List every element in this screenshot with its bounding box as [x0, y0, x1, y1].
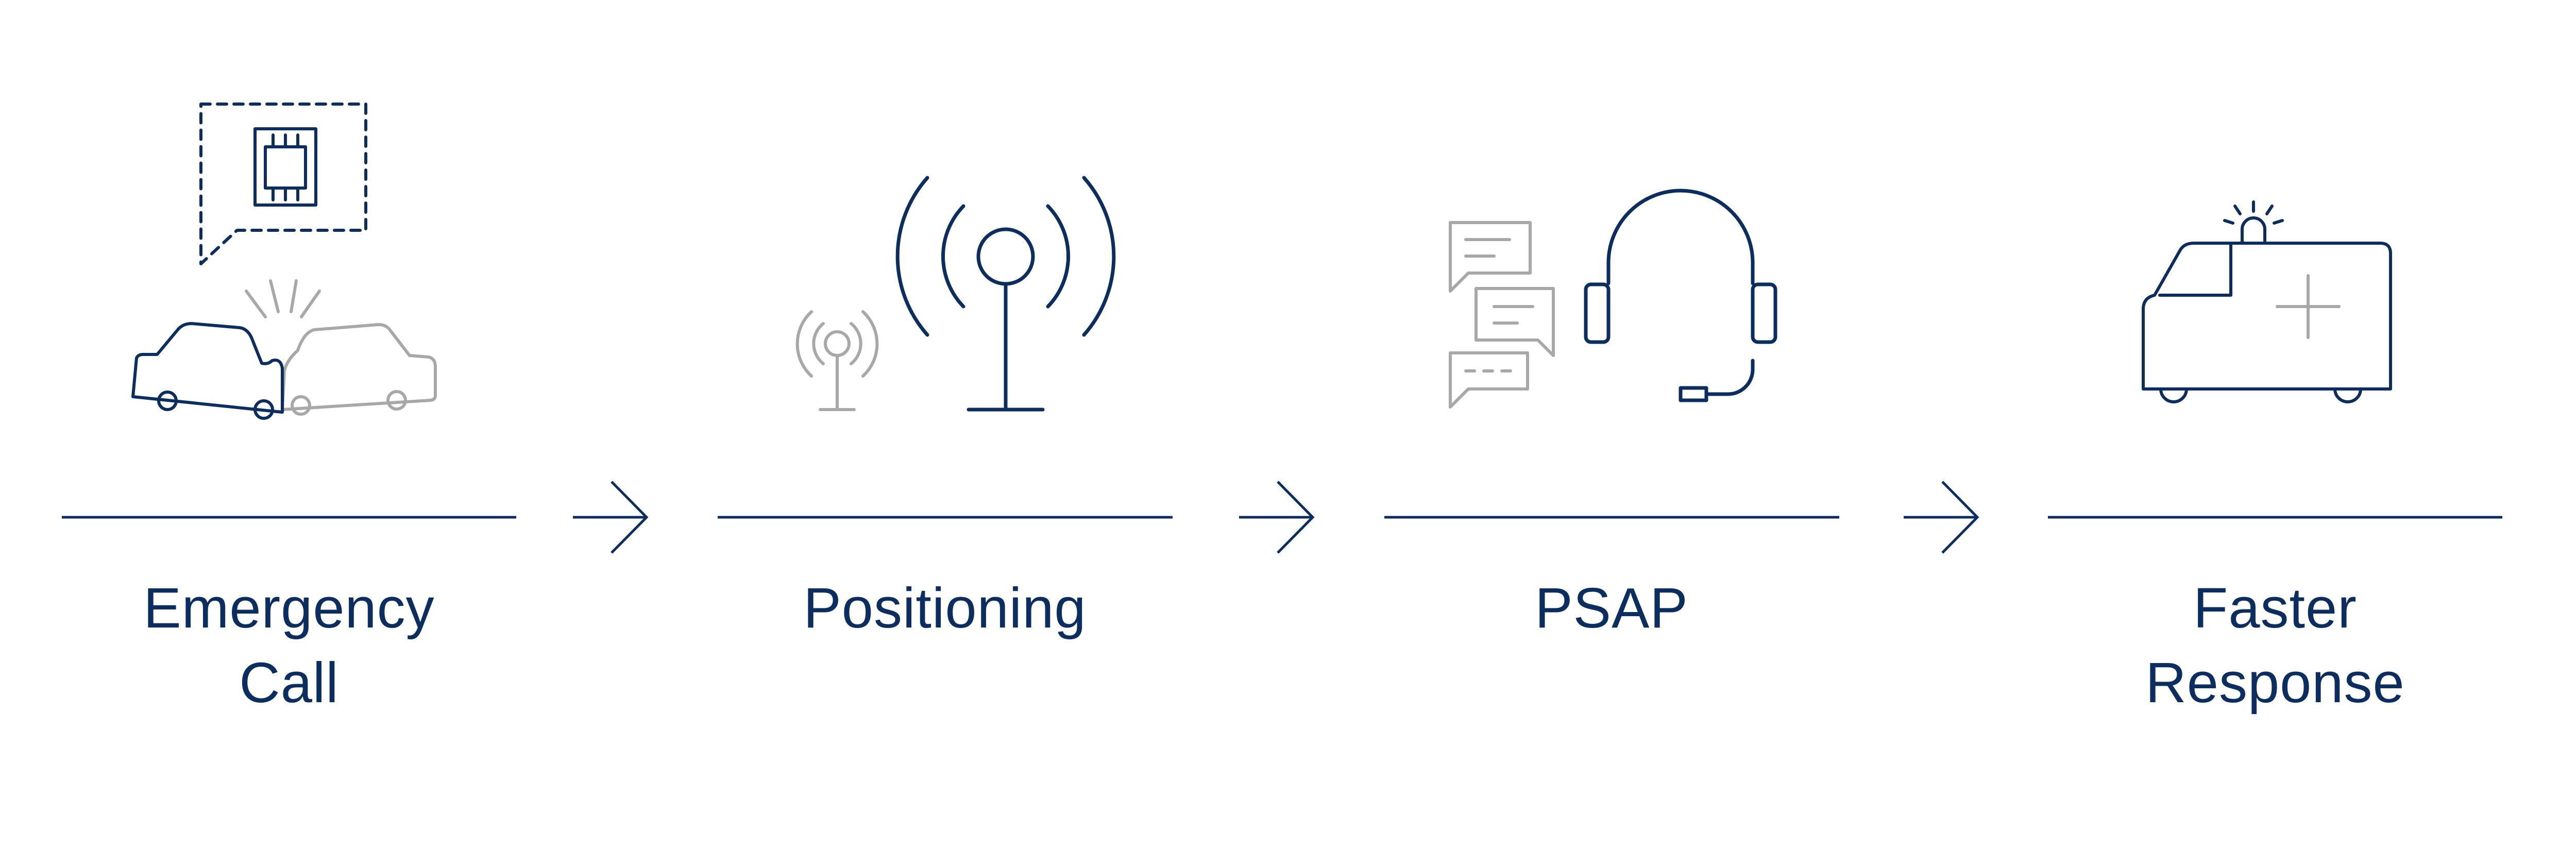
car-crash-icon	[131, 103, 437, 420]
step-label-line: Emergency	[143, 576, 435, 640]
arrow-right-icon	[1904, 481, 1979, 554]
step-label-emergency-call: Emergency Call	[31, 571, 547, 720]
step-label-line: PSAP	[1535, 576, 1688, 640]
step-label-positioning: Positioning	[687, 571, 1202, 646]
step-label-line: Positioning	[803, 576, 1087, 640]
arrow-right-icon	[1239, 481, 1315, 554]
ambulance-icon	[2142, 200, 2392, 403]
step-label-psap: PSAP	[1354, 571, 1869, 646]
antenna-tower-icon	[795, 176, 1116, 412]
step-label-line: Call	[239, 651, 339, 715]
headset-icon	[1449, 189, 1777, 409]
step-label-faster-response: Faster Response	[2018, 571, 2533, 720]
step-label-line: Response	[2145, 651, 2405, 715]
arrow-right-icon	[573, 481, 649, 554]
step-label-line: Faster	[2193, 576, 2357, 640]
